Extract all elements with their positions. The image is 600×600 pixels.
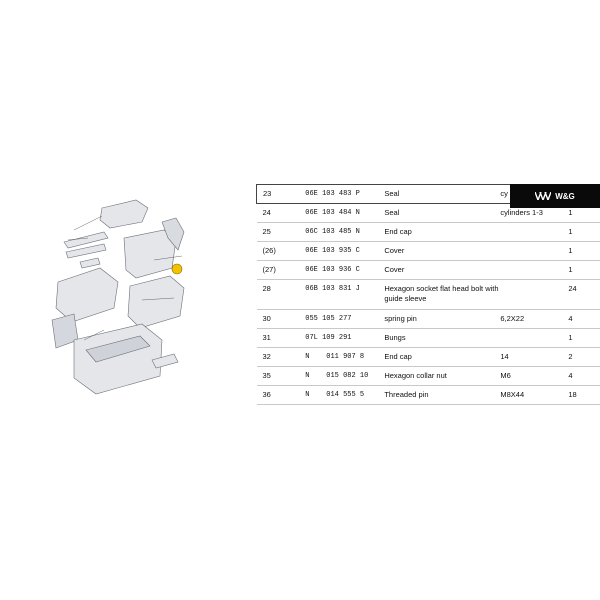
part-remark bbox=[500, 260, 565, 280]
part-description: spring pin bbox=[384, 309, 501, 329]
part-number: 07L 109 291 bbox=[305, 328, 385, 348]
part-description: Hexagon socket flat head bolt with guide… bbox=[384, 279, 501, 310]
item-number: (26) bbox=[256, 241, 306, 261]
part-description: End cap bbox=[384, 347, 501, 367]
part-quantity: 18 bbox=[564, 385, 600, 405]
brand-name: W&G bbox=[555, 191, 575, 201]
brand-logo-icon bbox=[535, 192, 552, 200]
part-quantity: 1 bbox=[564, 241, 600, 261]
part-quantity: 1 bbox=[564, 222, 600, 242]
part-remark bbox=[500, 328, 565, 348]
part-description: Bungs bbox=[384, 328, 501, 348]
part-remark bbox=[500, 222, 565, 242]
part-quantity: 1 bbox=[564, 203, 600, 223]
item-number: 25 bbox=[256, 222, 306, 242]
part-quantity: 4 bbox=[564, 366, 600, 386]
part-quantity: 1 bbox=[564, 328, 600, 348]
engine-exploded-diagram bbox=[51, 199, 185, 395]
part-number: 06C 103 485 N bbox=[305, 222, 385, 242]
part-remark: M8X44 bbox=[500, 385, 565, 405]
part-number: N 011 907 8 bbox=[305, 347, 385, 367]
part-remark: 6,2X22 bbox=[500, 309, 565, 329]
part-quantity: 2 bbox=[564, 347, 600, 367]
part-number: 06E 103 935 C bbox=[305, 241, 385, 261]
item-number: 23 bbox=[256, 184, 306, 204]
part-remark bbox=[500, 279, 565, 310]
item-number: (27) bbox=[256, 260, 306, 280]
highlighted-callout[interactable] bbox=[171, 263, 183, 275]
part-description: Seal bbox=[384, 184, 501, 204]
part-remark: M6 bbox=[500, 366, 565, 386]
item-number: 35 bbox=[256, 366, 306, 386]
part-number: N 015 082 10 bbox=[305, 366, 385, 386]
part-quantity: 24 bbox=[564, 279, 600, 310]
part-number: 06E 103 483 P bbox=[305, 184, 385, 204]
part-quantity: 4 bbox=[564, 309, 600, 329]
part-description: End cap bbox=[384, 222, 501, 242]
part-number: 055 105 277 bbox=[305, 309, 385, 329]
part-description: Cover bbox=[384, 241, 501, 261]
item-number: 31 bbox=[256, 328, 306, 348]
part-description: Hexagon collar nut bbox=[384, 366, 501, 386]
part-quantity: 1 bbox=[564, 260, 600, 280]
item-number: 24 bbox=[256, 203, 306, 223]
part-number: 06E 103 936 C bbox=[305, 260, 385, 280]
brand-badge: W&G bbox=[510, 184, 600, 208]
part-remark bbox=[500, 241, 565, 261]
part-description: Seal bbox=[384, 203, 501, 223]
part-number: 06E 103 484 N bbox=[305, 203, 385, 223]
part-description: Threaded pin bbox=[384, 385, 501, 405]
part-number: N 014 555 5 bbox=[305, 385, 385, 405]
part-number: 06B 103 831 J bbox=[305, 279, 385, 310]
part-remark: 14 bbox=[500, 347, 565, 367]
part-remark: cylinders 1-3 bbox=[500, 203, 565, 223]
part-description: Cover bbox=[384, 260, 501, 280]
item-number: 32 bbox=[256, 347, 306, 367]
item-number: 28 bbox=[256, 279, 306, 310]
item-number: 30 bbox=[256, 309, 306, 329]
item-number: 36 bbox=[256, 385, 306, 405]
